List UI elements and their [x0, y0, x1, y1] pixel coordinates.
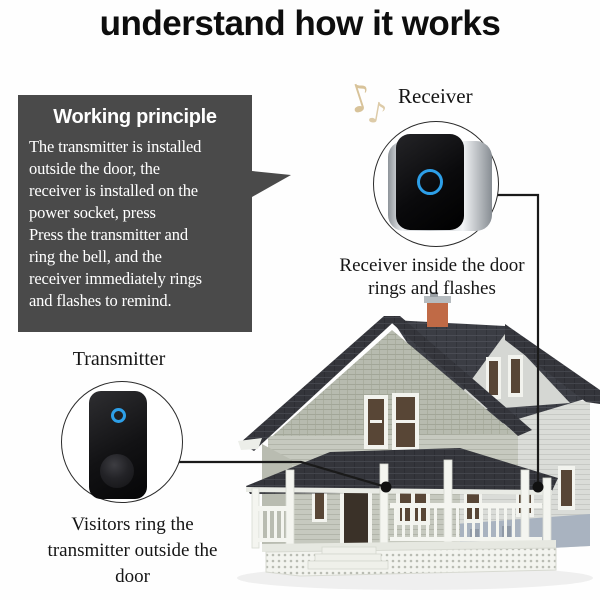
receiver-pointer-dot — [532, 481, 544, 493]
front-gable — [238, 316, 532, 478]
chimney — [424, 292, 451, 327]
transmitter-pointer-dot — [380, 481, 392, 493]
working-principle-box: Working principle The transmitter is ins… — [18, 95, 252, 332]
receiver-label: Receiver — [398, 84, 473, 108]
porch — [246, 444, 558, 577]
receiver-led-ring-icon — [417, 169, 443, 195]
transmitter-bell-button — [100, 454, 134, 488]
porch-roof — [246, 448, 558, 494]
receiver-vignette — [373, 121, 499, 247]
porch-steps — [307, 546, 389, 570]
transmitter-caption: Visitors ring the transmitter outside th… — [47, 514, 218, 587]
receiver-connector-line — [497, 193, 540, 487]
transmitter-device — [89, 391, 147, 499]
right-gable-roof — [505, 324, 600, 404]
front-gable-roof-left — [240, 316, 400, 451]
transmitter-led-icon — [111, 408, 126, 423]
porch-railings — [256, 503, 542, 542]
receiver-device — [396, 134, 464, 230]
page-title: understand how it works — [99, 4, 501, 43]
speech-bubble-tail — [252, 171, 291, 197]
transmitter-connector-line — [178, 460, 387, 489]
receiver-caption: Receiver inside the door rings and flash… — [339, 255, 525, 299]
transmitter-vignette — [61, 381, 183, 503]
front-gable-roof-right — [384, 316, 532, 436]
working-principle-heading: Working principle — [53, 106, 217, 128]
front-gable-windows — [364, 393, 419, 451]
working-principle-text: The transmitter is installed outside the… — [29, 137, 202, 310]
transmitter-label: Transmitter — [72, 348, 166, 370]
